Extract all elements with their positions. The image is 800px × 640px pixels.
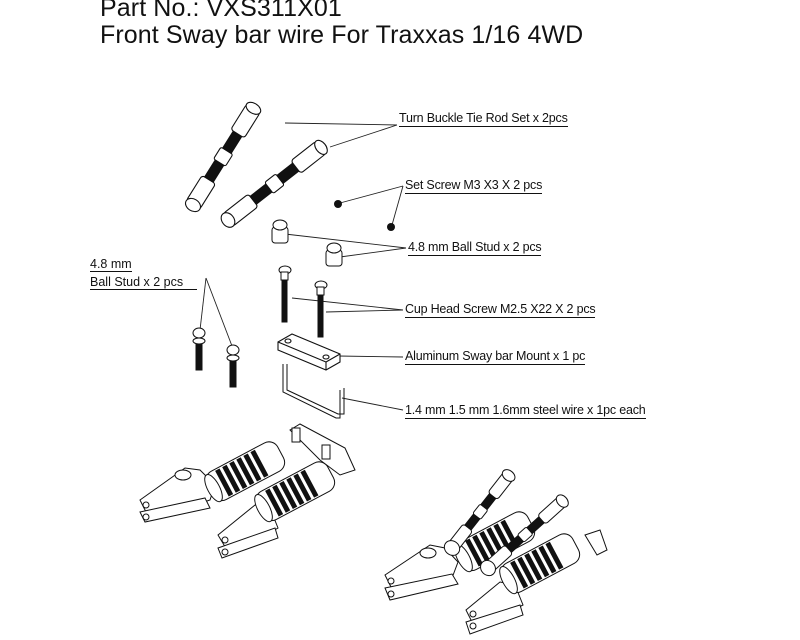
label-turnbuckle: Turn Buckle Tie Rod Set x 2pcs xyxy=(399,111,568,127)
label-ball-stud-left-line2: Ball Stud x 2 pcs xyxy=(90,276,198,290)
label-steel-wire: 1.4 mm 1.5 mm 1.6mm steel wire x 1pc eac… xyxy=(405,403,646,419)
cup-head-screws xyxy=(278,265,328,338)
turnbuckle-rod-2 xyxy=(220,139,328,228)
leader-lines xyxy=(199,122,407,411)
assembly-without-sway-bar xyxy=(139,423,356,559)
label-set-screw: Set Screw M3 X3 X 2 pcs xyxy=(405,178,543,194)
label-ball-stud-left-line1: 4.8 mm xyxy=(90,257,132,272)
sway-bar-mount xyxy=(277,333,341,371)
product-title: Front Sway bar wire For Traxxas 1/16 4WD xyxy=(100,21,584,49)
part-number: Part No.: VXS311X01 xyxy=(100,0,342,22)
assembly-with-sway-bar xyxy=(384,469,608,635)
set-screws xyxy=(334,200,395,231)
label-sway-bar-mount: Aluminum Sway bar Mount x 1 pc xyxy=(405,349,586,365)
turnbuckle-rod-1 xyxy=(184,101,262,213)
label-ball-stud-right: 4.8 mm Ball Stud x 2 pcs xyxy=(408,240,542,256)
steel-wire xyxy=(282,364,345,419)
ball-studs-48-top xyxy=(271,219,343,267)
label-cup-head-screw: Cup Head Screw M2.5 X22 X 2 pcs xyxy=(405,302,596,318)
label-ball-stud-left: 4.8 mm Ball Stud x 2 pcs xyxy=(90,255,198,291)
ball-studs-48-left xyxy=(192,327,240,388)
